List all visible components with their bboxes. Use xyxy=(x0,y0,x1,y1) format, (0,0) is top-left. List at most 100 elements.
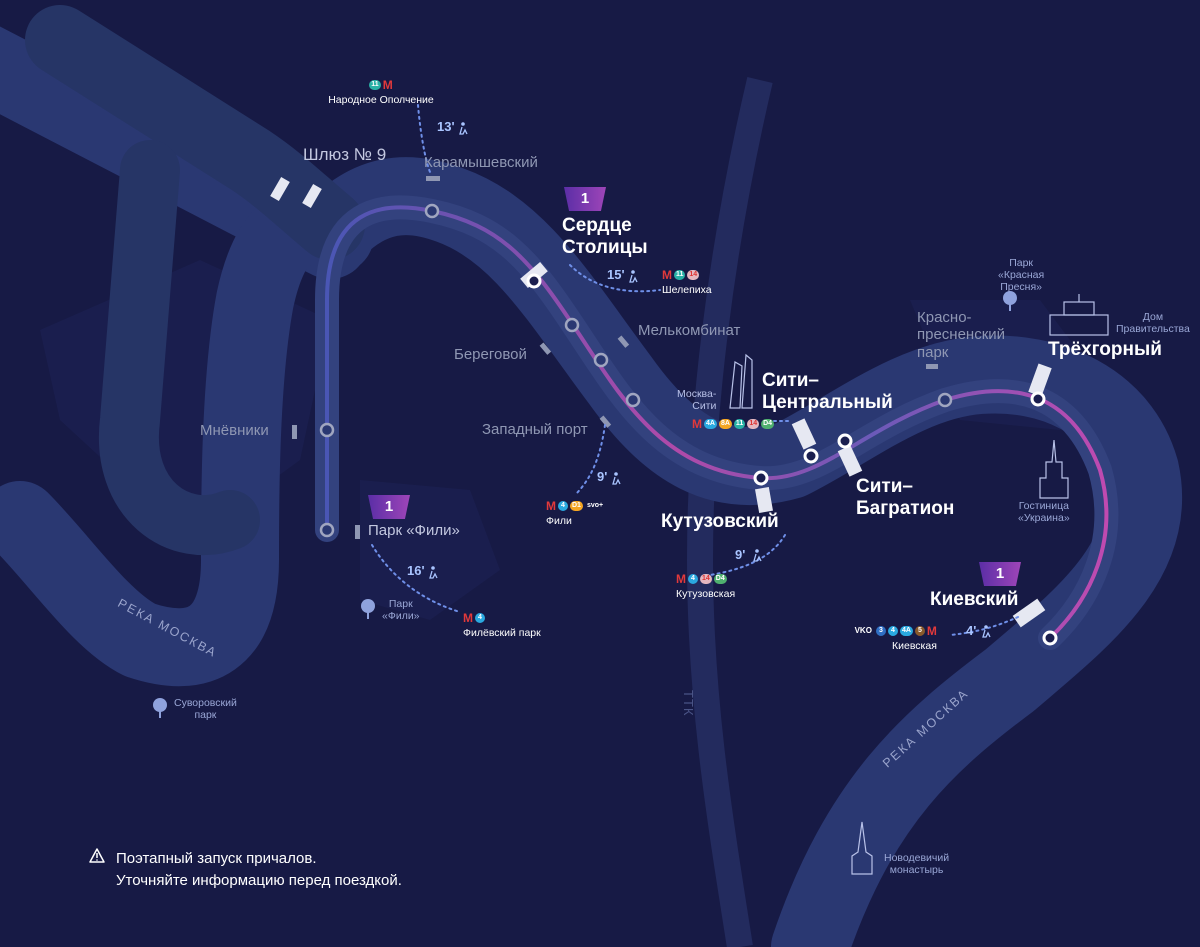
transfer-filevsky: М 4 Филёвский парк xyxy=(463,609,541,640)
walk-time: 15' xyxy=(607,267,625,282)
route-badge: 1 xyxy=(564,187,606,211)
walk-time: 9' xyxy=(735,547,746,562)
walk-time: 4' xyxy=(966,623,977,638)
transfer-name: Кутузовская xyxy=(676,588,736,601)
river-moskva-west xyxy=(0,185,374,687)
landmarks xyxy=(729,294,1109,875)
warning-triangle-icon xyxy=(89,848,105,863)
label-beregovoy: Береговой xyxy=(454,346,527,363)
line-badge: 4 xyxy=(558,500,568,511)
line-badge: VKO xyxy=(854,625,872,635)
transfer-kutuzovskaya: М 4 14 D4 Кутузовская xyxy=(676,570,736,601)
tree-icons xyxy=(153,291,1017,718)
metro-m-icon: М xyxy=(546,498,556,513)
line-badge: 4A xyxy=(899,625,913,636)
transfer-name: Шелепиха xyxy=(662,284,712,297)
transfer-lines: М 4A 8A 11 14 D4 xyxy=(692,416,775,431)
line-badge: D4 xyxy=(761,418,775,429)
line-badge: 4 xyxy=(475,612,485,623)
label-kievsky: Киевский xyxy=(930,589,1019,610)
line-badge: 3 xyxy=(875,625,886,636)
label-trekhgorny: Трёхгорный xyxy=(1048,339,1162,360)
station-mnevniki[interactable] xyxy=(319,422,335,438)
walk-time: 16' xyxy=(407,563,425,578)
transfer-lines: 11 М xyxy=(326,77,436,92)
transfer-name: Киевская xyxy=(892,640,937,653)
minor-stations xyxy=(319,203,953,538)
metro-m-icon: М xyxy=(692,416,702,431)
label-park-fili: Парк «Фили» xyxy=(368,522,460,539)
line-badge: 11 xyxy=(369,79,381,90)
label-park-krasnaya: Парк «Красная Пресня» xyxy=(998,257,1045,294)
main-stations xyxy=(526,273,1058,646)
novodevichy-monastery-icon xyxy=(851,821,873,875)
metro-m-icon: М xyxy=(676,571,686,586)
line-badge: 14 xyxy=(687,269,700,280)
pier-platforms xyxy=(270,176,1052,628)
label-suvorovsky: Суворовский парк xyxy=(174,697,237,722)
transfer-lines: М 4 D1 svo+ xyxy=(546,498,605,513)
station-city-bagration[interactable] xyxy=(837,433,853,449)
transfer-lines: М 4 14 D4 xyxy=(676,571,727,586)
transfer-lines: М 4 xyxy=(463,610,485,625)
metro-m-icon: М xyxy=(382,77,393,92)
transfer-name: Филёвский парк xyxy=(463,627,541,640)
transfer-moscow-city: Москва- Сити xyxy=(677,388,717,413)
station-krasnopresnensky[interactable] xyxy=(937,392,953,408)
line-badge: 8A xyxy=(718,418,732,429)
label-karamyshevsky: Карамышевский xyxy=(424,154,538,171)
station-karamyshevsky[interactable] xyxy=(424,203,440,219)
metro-m-icon: М xyxy=(463,610,473,625)
transfer-lines: М 11 14 xyxy=(662,269,700,281)
line-badge: 11 xyxy=(674,269,686,280)
metro-m-icon: М xyxy=(926,623,937,638)
route-badge: 1 xyxy=(368,495,410,519)
label-dom-pravitelstva: Дом Правительства xyxy=(1116,311,1190,336)
line-badge: 14 xyxy=(700,573,712,584)
label-city-central: Сити– Центральный xyxy=(762,370,893,413)
notice-line2: Уточняйте информацию перед поездкой. xyxy=(116,872,402,889)
station-beregovoy[interactable] xyxy=(564,317,580,333)
station-park-fili[interactable] xyxy=(319,522,335,538)
label-novodevichy: Новодевичий монастырь xyxy=(884,852,950,877)
station-kievsky[interactable] xyxy=(1042,630,1058,646)
label-krasnopresnensky: Красно- пресненский парк xyxy=(917,309,1006,361)
route-badge: 1 xyxy=(979,562,1021,586)
notice-line1: Поэтапный запуск причалов. xyxy=(116,850,317,867)
label-ttk: ТТК xyxy=(681,690,696,717)
line-badge: 11 xyxy=(733,418,746,429)
line-badge: D1 xyxy=(570,500,583,511)
ttk-road xyxy=(686,77,773,947)
walking-paths xyxy=(371,104,1019,636)
station-trekhgorny[interactable] xyxy=(1030,391,1046,407)
station-melkombinat[interactable] xyxy=(593,352,609,368)
label-kutuzovsky: Кутузовский xyxy=(661,511,779,532)
station-zapadny-port[interactable] xyxy=(625,392,641,408)
moscow-city-towers-icon xyxy=(729,353,753,409)
transfer-name: Народное Ополчение xyxy=(328,94,434,107)
government-house-icon xyxy=(1049,294,1109,336)
label-serdce: Сердце Столицы xyxy=(562,215,648,258)
line-badge: 4 xyxy=(688,573,698,584)
station-serdce[interactable] xyxy=(526,273,542,289)
hotel-ukraina-icon xyxy=(1039,439,1069,499)
label-shluz: Шлюз № 9 xyxy=(303,145,387,164)
transfer-narodnoe: 11 М Народное Ополчение xyxy=(326,76,436,107)
line-badge: 5 xyxy=(914,625,925,636)
river-moskva-northwest xyxy=(25,5,365,260)
station-kutuzovsky[interactable] xyxy=(753,470,769,486)
line-badge: svo+ xyxy=(586,501,604,509)
walk-time: 9' xyxy=(597,469,608,484)
minor-station-ticks xyxy=(292,176,938,539)
label-melkombinat: Мелькомбинат xyxy=(638,322,741,339)
transfer-shelepikha: М 11 14 Шелепиха xyxy=(662,266,712,297)
river-moskva-left-arm xyxy=(98,140,260,555)
notice: Поэтапный запуск причалов. Уточняйте инф… xyxy=(90,848,402,892)
transfer-name: Фили xyxy=(546,515,572,528)
station-city-central[interactable] xyxy=(803,448,819,464)
line-badge: 4 xyxy=(887,625,898,636)
transfer-kievskaya: VKO 3 4 4A 5 М Киевская xyxy=(830,622,937,653)
label-park-fili-poi: Парк «Фили» xyxy=(382,598,420,623)
label-zapadny-port: Западный порт xyxy=(482,421,588,438)
